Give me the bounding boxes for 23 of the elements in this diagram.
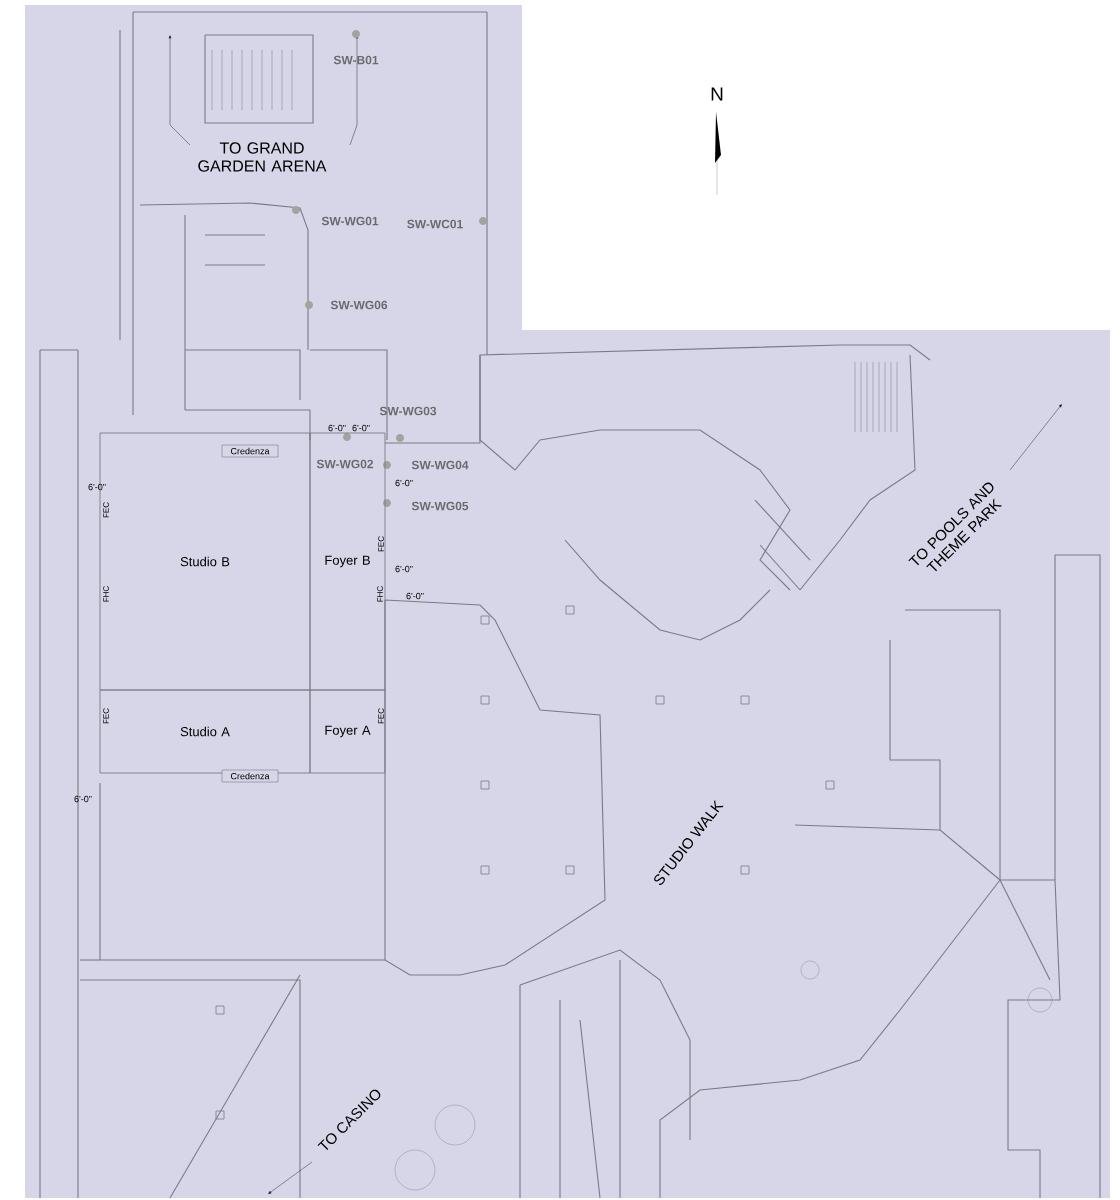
dimension-text: 6'-0" (395, 565, 413, 573)
direction-text: TO GRAND GARDEN ARENA (198, 142, 327, 172)
equipment-tag: FEC (378, 536, 384, 552)
equipment-tag: FEC (103, 708, 109, 724)
sensor-code: SW-WG06 (330, 300, 388, 310)
north-label: N (711, 87, 723, 101)
dimension-text: 6'-0" (74, 795, 92, 803)
dimension-text: 6'-0" (395, 479, 413, 487)
equipment-tag: FEC (378, 708, 384, 724)
equipment-tag: FEC (103, 502, 109, 518)
dimension-text: 6'-0" (406, 592, 424, 600)
sensor-code: SW-WC01 (407, 219, 463, 229)
sensor-code: SW-WG01 (321, 216, 379, 226)
sensor-code: SW-WG03 (379, 406, 437, 416)
dimension-text: 6'-0" (88, 483, 106, 491)
equipment-tag: FHC (377, 586, 383, 602)
sensor-code: SW-WG05 (411, 501, 469, 511)
sensor-code: SW-WG04 (411, 460, 469, 470)
equipment-tag: FHC (103, 586, 109, 602)
sensor-code: SW-B01 (333, 55, 379, 65)
credenza-box: Credenza (221, 769, 279, 783)
credenza-box: Credenza (221, 444, 279, 458)
sensor-code: SW-WG02 (316, 459, 374, 469)
